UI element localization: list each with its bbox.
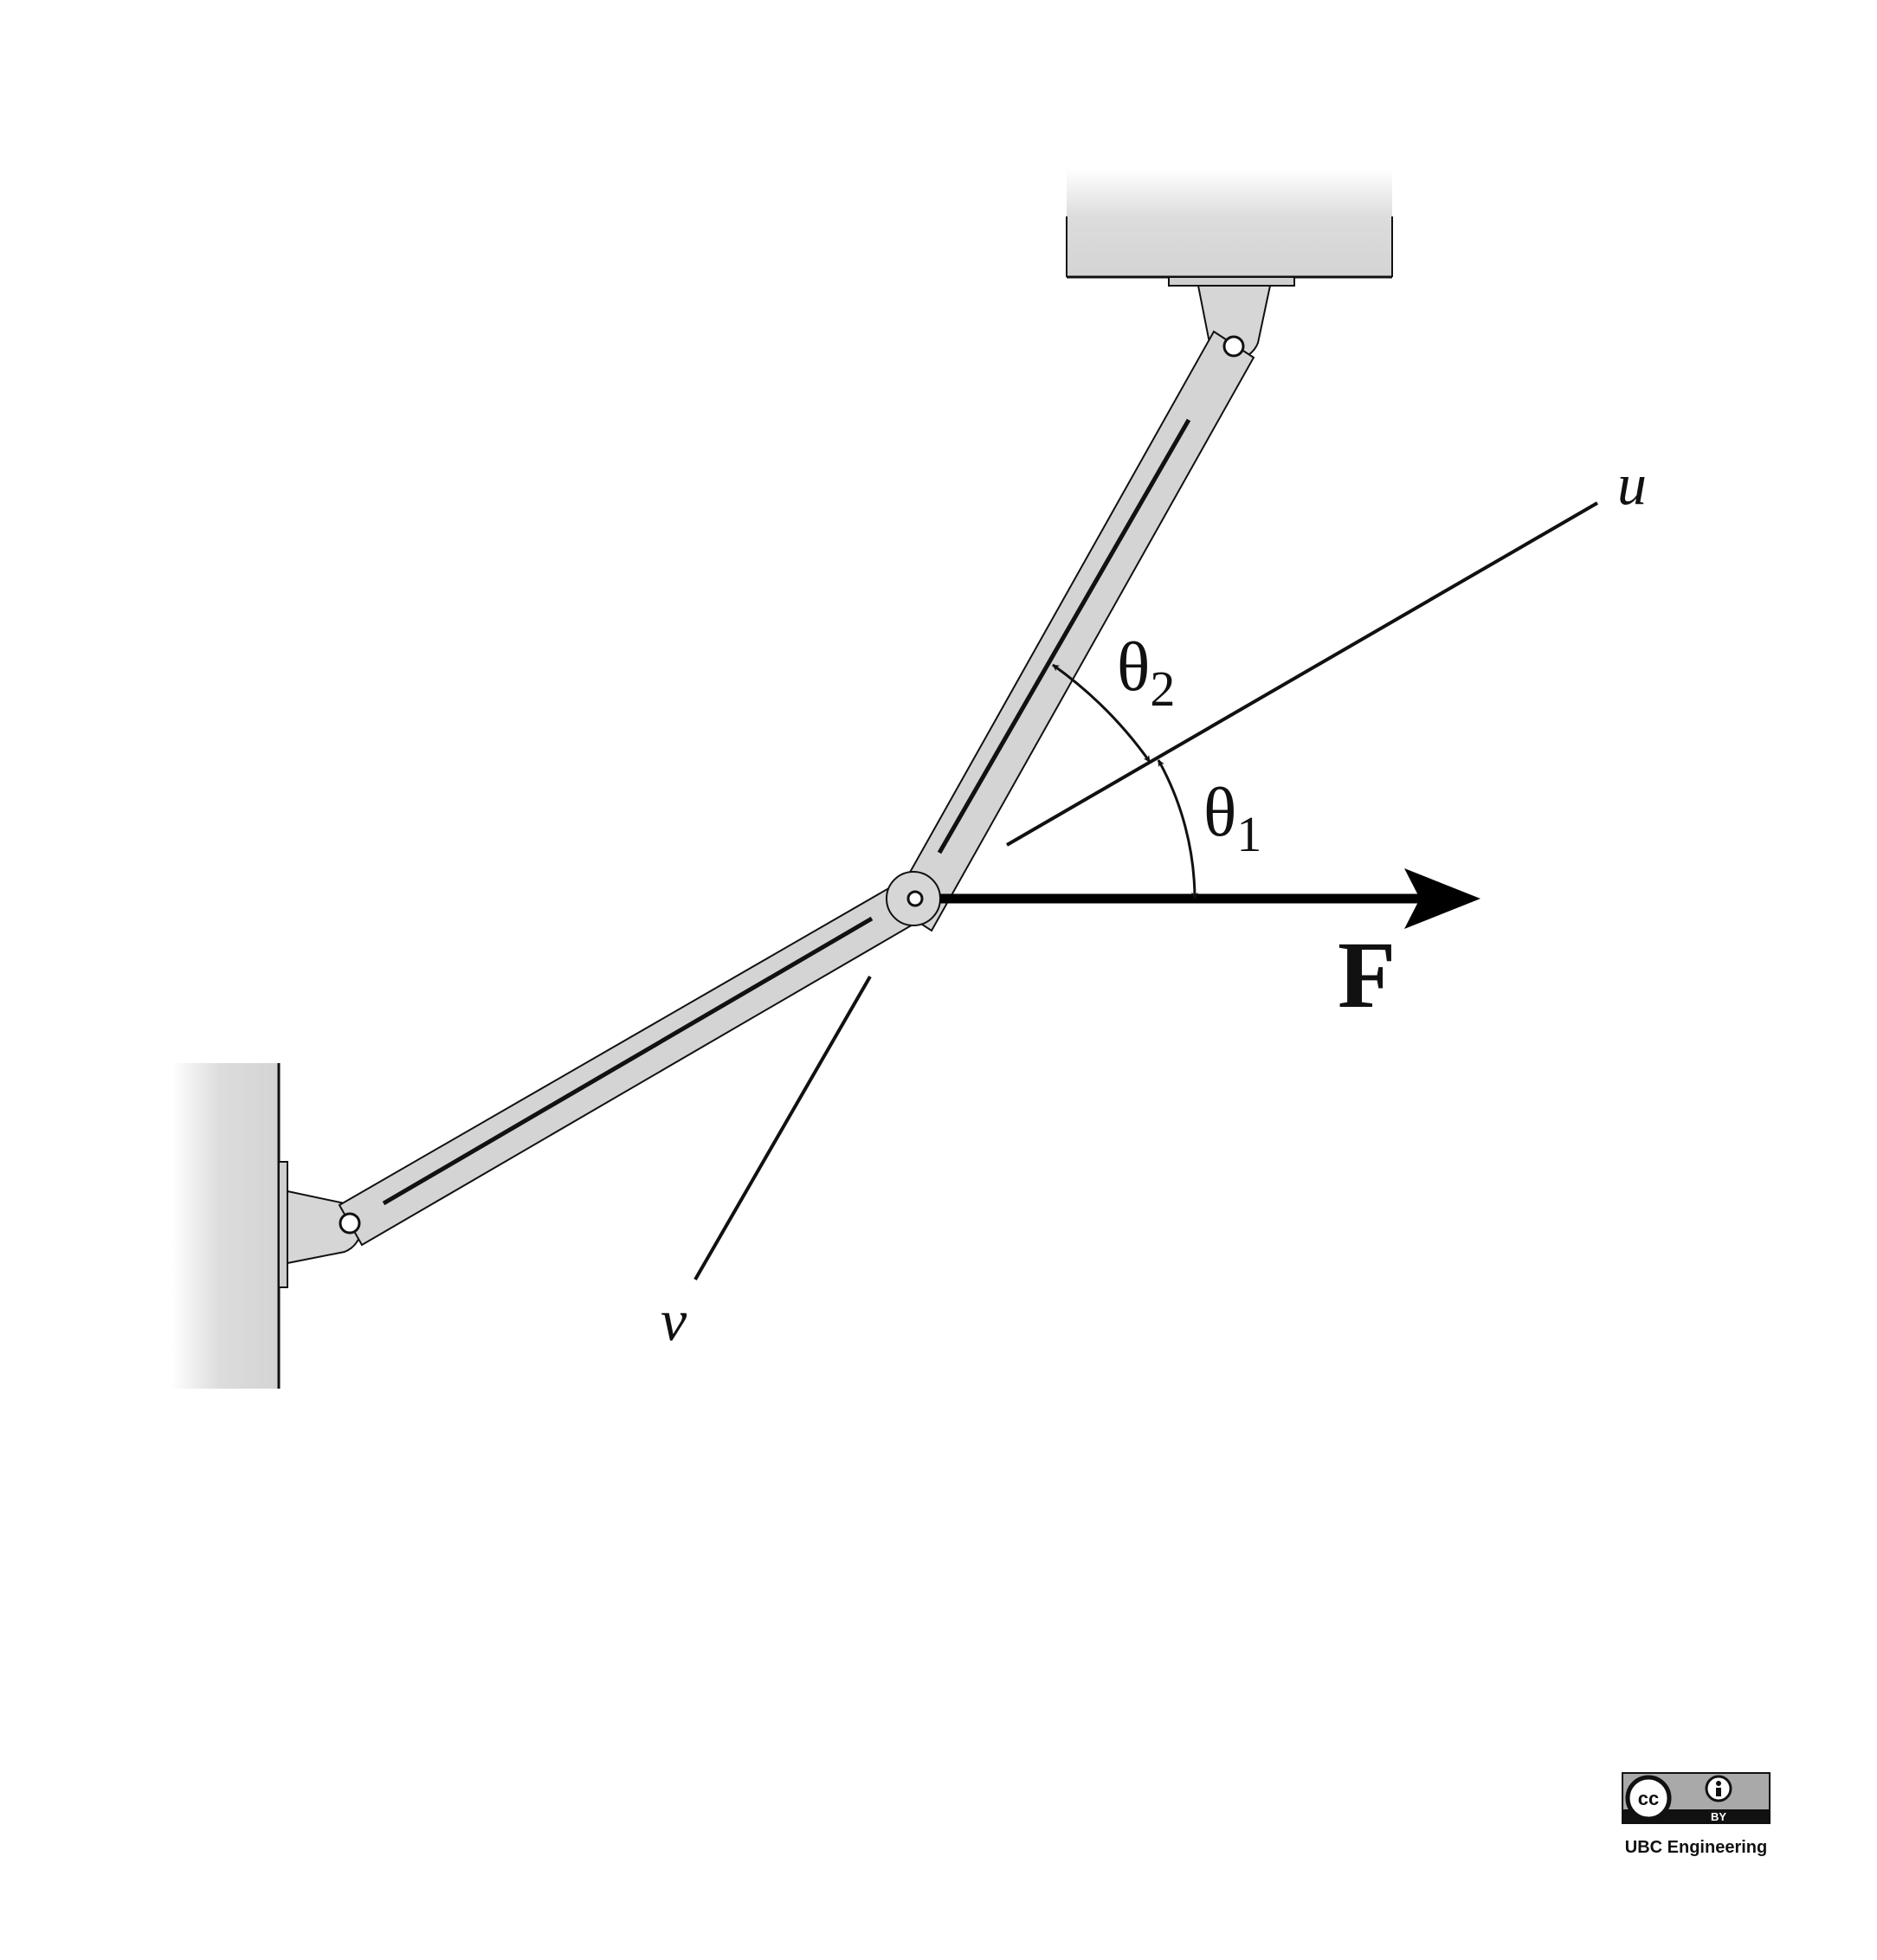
force-label: F (1338, 922, 1396, 1028)
theta1-symbol: θ (1203, 775, 1236, 851)
cc-by-badge: cc BY UBC Engineering (1622, 1772, 1771, 1857)
by-text: BY (1711, 1810, 1726, 1823)
u-axis-line (1005, 501, 1599, 847)
theta2-arc (1052, 663, 1151, 763)
theta1-label: θ1 (1203, 775, 1261, 862)
cc-icon-text: cc (1638, 1788, 1659, 1809)
left-support (171, 1063, 363, 1389)
u-axis-label: u (1617, 451, 1647, 517)
by-person-body (1716, 1788, 1721, 1796)
cc-icon (1625, 1775, 1672, 1821)
theta2-symbol: θ (1117, 629, 1150, 706)
force-arrow (939, 868, 1480, 929)
left-pin (339, 1212, 361, 1235)
theta2-label: θ2 (1117, 629, 1175, 717)
lower-member (338, 878, 926, 1247)
upper-member-centerline (937, 418, 1191, 854)
lower-member-body (338, 878, 926, 1247)
top-mount-plate (1168, 276, 1295, 287)
top-ceiling-block (1067, 169, 1392, 277)
top-pin (1222, 335, 1245, 358)
theta1-arc (1157, 759, 1198, 899)
force-arrow-head (1404, 868, 1480, 929)
credit-text: UBC Engineering (1625, 1838, 1767, 1857)
left-wall-block (171, 1063, 279, 1389)
center-pin (906, 890, 924, 907)
v-axis-label: v (661, 1287, 687, 1353)
by-person-head (1716, 1781, 1721, 1786)
theta1-subscript: 1 (1236, 806, 1261, 862)
top-support (1066, 169, 1393, 361)
upper-member (890, 330, 1255, 932)
v-axis-line (693, 976, 872, 1280)
theta2-subscript: 2 (1150, 661, 1175, 717)
lower-member-centerline (382, 916, 874, 1206)
left-mount-plate (278, 1161, 288, 1288)
